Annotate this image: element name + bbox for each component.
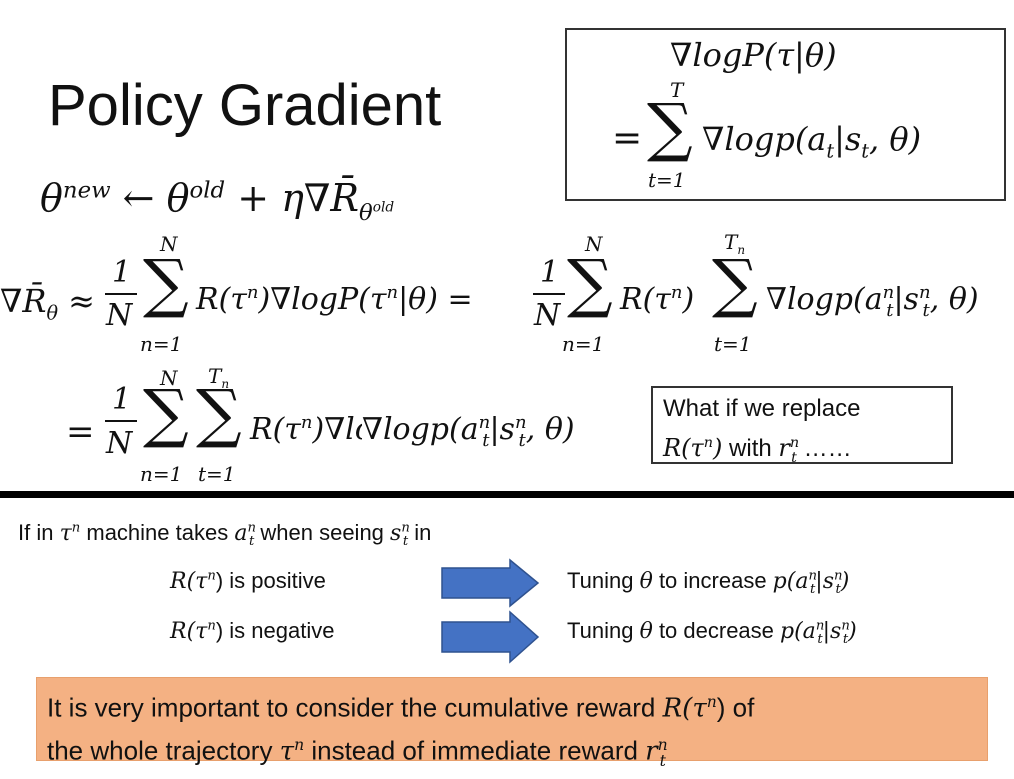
divider-rule (0, 491, 1014, 498)
sum2-symbol: ∑ (567, 247, 613, 321)
row-positive-left: R(τn) is positive (170, 568, 326, 594)
grad-lhs: ∇R̄θ ≈ (0, 282, 95, 325)
note-line1: What if we replace (663, 395, 861, 422)
row-positive-right: Tuning θ to increase p(ant|snt) (567, 568, 850, 598)
frac2-bar (533, 293, 565, 295)
slide-title: Policy Gradient (48, 73, 442, 138)
sum3-bottom: t=1 (714, 332, 752, 356)
identity-body: ∇logp(at|st, θ) (702, 120, 922, 163)
update-rule: θnew ← θold + η∇R̄θold (40, 176, 395, 226)
frac3-bar (105, 420, 137, 422)
frac2-num: 1 (540, 255, 560, 290)
note-line2: R(τn) with rnt …… (663, 434, 852, 466)
identity-sum-symbol: ∑ (647, 91, 693, 165)
frac1-den: N (106, 298, 133, 333)
identity-line1: ∇logP(τ|θ) (670, 36, 837, 74)
sum5-symbol: ∑ (196, 377, 242, 451)
frac2-den: N (534, 298, 561, 333)
callout-line1: It is very important to consider the cum… (47, 692, 755, 724)
note-box: What if we replace R(τn) with rnt …… (651, 386, 953, 466)
eq2-tail: ∇logp(ant|snt, θ) (362, 412, 575, 451)
sum4-top: N (160, 366, 178, 390)
sum1-top: N (160, 232, 178, 256)
row-negative-right: Tuning θ to decrease p(ant|snt) (567, 618, 857, 648)
identity-box (565, 28, 1006, 201)
sum3-symbol: ∑ (712, 247, 758, 321)
row-negative-left: R(τn) is negative (170, 618, 335, 644)
frac1-bar (105, 293, 137, 295)
condition-line: If in τn machine takes ant when seeing s… (18, 520, 432, 550)
callout-line2: the whole trajectory τn instead of immed… (47, 735, 668, 770)
grad-term1: R(τn)∇logP(τn|θ) = (196, 282, 473, 317)
grad-term2: R(τn) (620, 282, 695, 317)
callout-box: It is very important to consider the cum… (36, 677, 988, 770)
eq2-equals: = (66, 412, 95, 452)
sum2-bottom: n=1 (562, 332, 605, 356)
sum4-bottom: n=1 (140, 462, 183, 486)
sum1-symbol: ∑ (143, 247, 189, 321)
sum2-top: N (585, 232, 603, 256)
sum5-top: Tn (208, 364, 230, 391)
sum5-bottom: t=1 (198, 462, 236, 486)
frac3-den: N (106, 426, 133, 461)
identity-sum-bottom: t=1 (648, 168, 686, 192)
right-arrow-icon (441, 610, 540, 664)
sum4-symbol: ∑ (143, 377, 189, 451)
identity-equals: = (612, 118, 643, 159)
identity-sum-top: T (670, 78, 684, 102)
sum1-bottom: n=1 (140, 332, 183, 356)
right-arrow-icon (441, 558, 540, 608)
grad-term3: ∇logp(ant|snt, θ) (766, 282, 979, 321)
sum3-top: Tn (724, 230, 746, 257)
frac3-num: 1 (112, 382, 132, 417)
frac1-num: 1 (112, 255, 132, 290)
